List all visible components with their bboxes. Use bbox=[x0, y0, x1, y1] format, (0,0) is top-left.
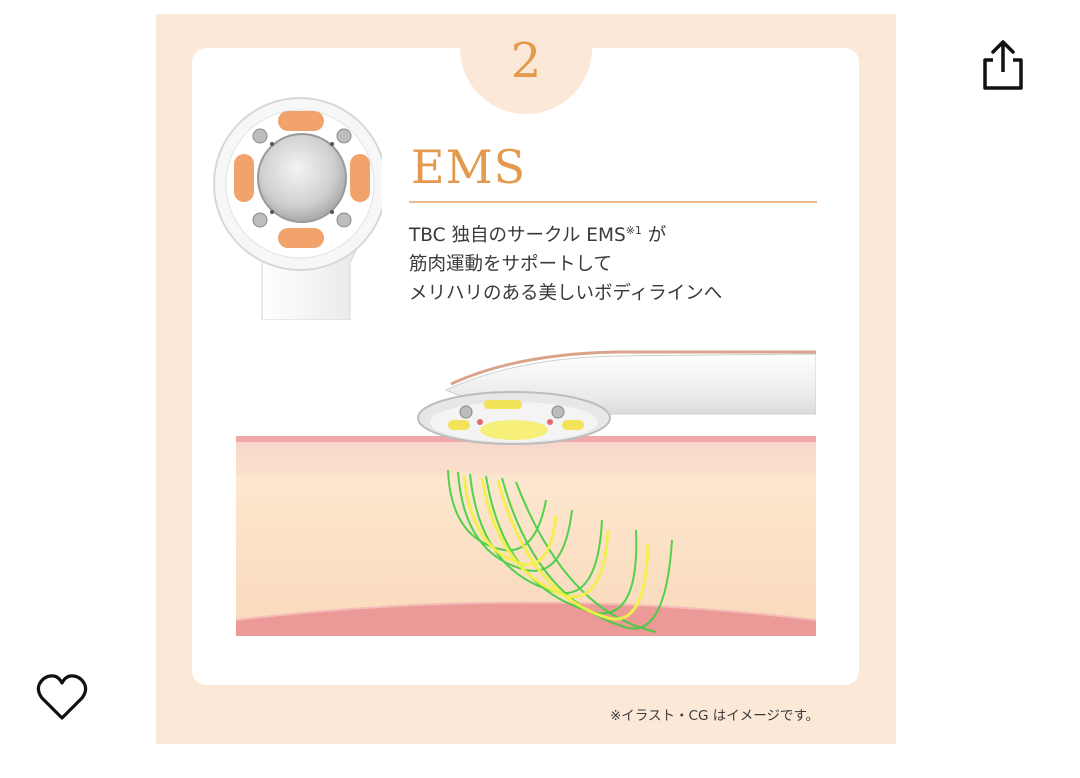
muscle-layer bbox=[236, 602, 816, 636]
description-line-1: TBC 独自のサークル EMS※1 が bbox=[409, 224, 667, 246]
description-line-3: メリハリのある美しいボディラインへ bbox=[409, 283, 723, 304]
heart-icon bbox=[36, 674, 88, 720]
image-disclaimer: ※イラスト・CG はイメージです。 bbox=[610, 708, 820, 724]
share-icon bbox=[983, 40, 1023, 90]
skin-layer bbox=[236, 442, 816, 476]
favorite-button[interactable] bbox=[34, 672, 90, 724]
device-head-illustration bbox=[213, 97, 382, 320]
step-number: 2 bbox=[510, 33, 542, 89]
share-button[interactable] bbox=[976, 36, 1030, 94]
description-line-2: 筋肉運動をサポートして bbox=[409, 254, 612, 275]
ems-cross-section-illustration bbox=[236, 350, 816, 636]
feature-title: EMS bbox=[411, 140, 527, 194]
feature-description: TBC 独自のサークル EMS※1 が 筋肉運動をサポートして メリハリのある美… bbox=[409, 216, 722, 308]
ems-waves-yellow bbox=[462, 475, 650, 621]
footnote-mark: ※1 bbox=[625, 224, 642, 237]
title-divider bbox=[409, 201, 817, 203]
